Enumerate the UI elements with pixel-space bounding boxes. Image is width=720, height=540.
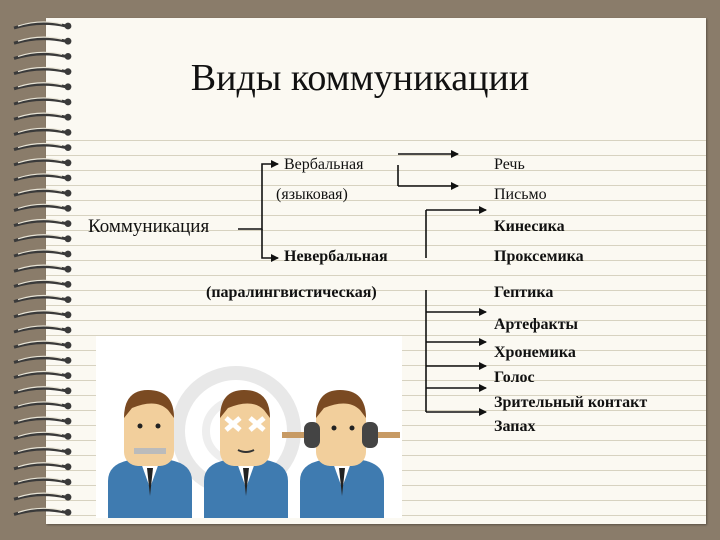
nonverbal-child: Проксемика bbox=[494, 248, 584, 265]
page-title: Виды коммуникации bbox=[190, 57, 530, 99]
nonverbal-subtitle: (паралингвистическая) bbox=[206, 284, 377, 301]
spiral-ring bbox=[13, 401, 72, 410]
man-earmuffs bbox=[282, 390, 400, 518]
verbal-subtitle: (языковая) bbox=[276, 186, 348, 203]
verbal-node: Вербальная bbox=[284, 156, 364, 173]
nonverbal-child: Голос bbox=[494, 369, 535, 386]
nonverbal-node: Невербальная bbox=[284, 248, 388, 265]
spiral-ring bbox=[13, 97, 72, 106]
spiral-ring bbox=[13, 310, 72, 319]
spiral-ring bbox=[13, 370, 72, 380]
spiral-ring bbox=[13, 446, 72, 456]
spiral-ring bbox=[13, 203, 72, 212]
spiral-ring bbox=[13, 325, 72, 334]
nonverbal-child: Гептика bbox=[494, 284, 554, 301]
spiral-ring bbox=[13, 507, 72, 516]
spiral-ring bbox=[13, 188, 72, 197]
spiral-ring bbox=[13, 142, 72, 152]
spiral-ring bbox=[13, 21, 72, 30]
spiral-ring bbox=[13, 340, 72, 349]
three-men-illustration bbox=[96, 336, 402, 518]
spiral-ring bbox=[13, 51, 72, 60]
verbal-child: Письмо bbox=[494, 186, 547, 203]
root-node: Коммуникация bbox=[88, 216, 210, 237]
nonverbal-child: Зрительный контакт bbox=[494, 394, 648, 411]
nonverbal-child: Кинесика bbox=[494, 218, 565, 235]
nonverbal-child: Хронемика bbox=[494, 344, 576, 361]
spiral-ring bbox=[13, 234, 72, 243]
spiral-ring bbox=[13, 431, 72, 440]
spiral-ring bbox=[13, 492, 72, 501]
spiral-ring bbox=[13, 249, 72, 258]
spiral-ring bbox=[13, 294, 72, 304]
man-sealed-mouth bbox=[108, 390, 192, 518]
spiral-ring bbox=[13, 82, 72, 91]
spiral-ring bbox=[13, 66, 72, 76]
nonverbal-child: Артефакты bbox=[494, 316, 579, 333]
spiral-ring bbox=[13, 218, 72, 228]
man-covered-eyes bbox=[204, 390, 288, 518]
spiral-ring bbox=[13, 127, 72, 136]
nonverbal-child: Запах bbox=[494, 418, 536, 435]
spiral-ring bbox=[13, 279, 72, 288]
spiral-ring bbox=[13, 462, 72, 471]
spiral-ring bbox=[13, 477, 72, 486]
spiral-ring bbox=[13, 416, 72, 425]
spiral-ring bbox=[13, 355, 72, 364]
spiral-ring bbox=[13, 173, 72, 182]
spiral-ring bbox=[13, 158, 72, 167]
spiral-ring bbox=[13, 112, 72, 121]
spiral-ring bbox=[13, 264, 72, 273]
spiral-ring bbox=[13, 386, 72, 395]
verbal-child: Речь bbox=[494, 156, 525, 173]
spiral-binding bbox=[13, 21, 72, 516]
spiral-ring bbox=[13, 36, 72, 45]
paper-header-area bbox=[46, 18, 706, 123]
